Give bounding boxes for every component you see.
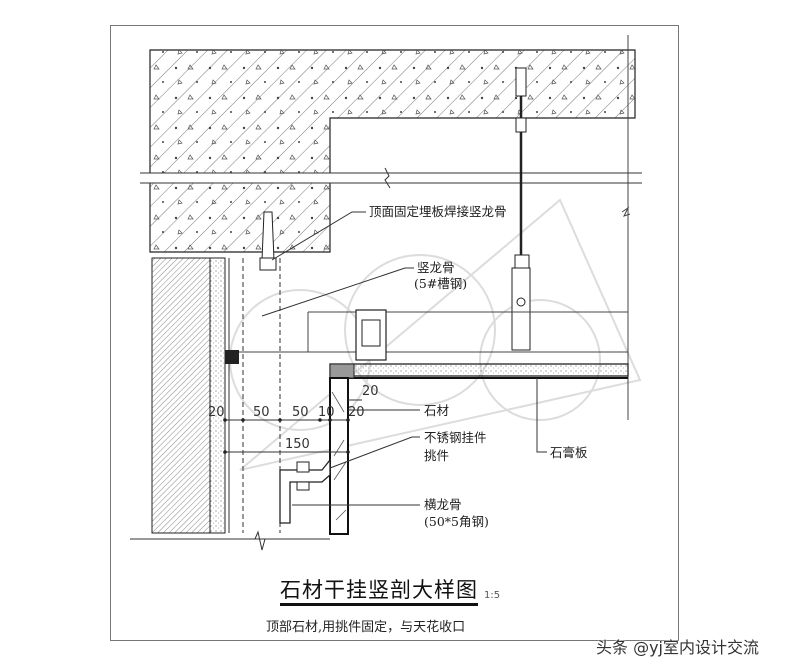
dim-20-top: 20 [362, 384, 379, 399]
label-vertical-keel-spec: (5#槽钢) [414, 276, 468, 291]
drawing-title: 石材干挂竖剖大样图 [280, 578, 478, 606]
label-embed-plate: 顶面固定埋板焊接竖龙骨 [369, 204, 507, 219]
label-horizontal-keel-spec: (50*5角钢) [424, 514, 489, 529]
drawing-scale: 1:5 [484, 590, 501, 601]
label-vertical-keel: 竖龙骨 [417, 260, 455, 275]
leader-lines [261, 211, 547, 506]
dim-10: 10 [318, 405, 335, 420]
label-stone: 石材 [424, 403, 450, 418]
drawing-subtitle: 顶部石材,用挑件固定，与天花收口 [266, 620, 466, 635]
concrete-slab [149, 49, 636, 253]
dim-50-b: 50 [292, 405, 309, 420]
dim-20-right: 20 [348, 405, 365, 420]
label-gypsum-board: 石膏板 [550, 445, 588, 460]
dim-50-a: 50 [253, 405, 270, 420]
label-horizontal-keel: 横龙骨 [424, 497, 462, 512]
dim-150: 150 [285, 437, 310, 452]
watermark-text: 头条 @yj室内设计交流 [596, 638, 760, 657]
dim-20-left: 20 [208, 405, 225, 420]
label-cantilever: 挑件 [424, 448, 450, 463]
label-stainless-hanger: 不锈钢挂件 [424, 430, 487, 445]
hanger-rod [511, 67, 531, 351]
